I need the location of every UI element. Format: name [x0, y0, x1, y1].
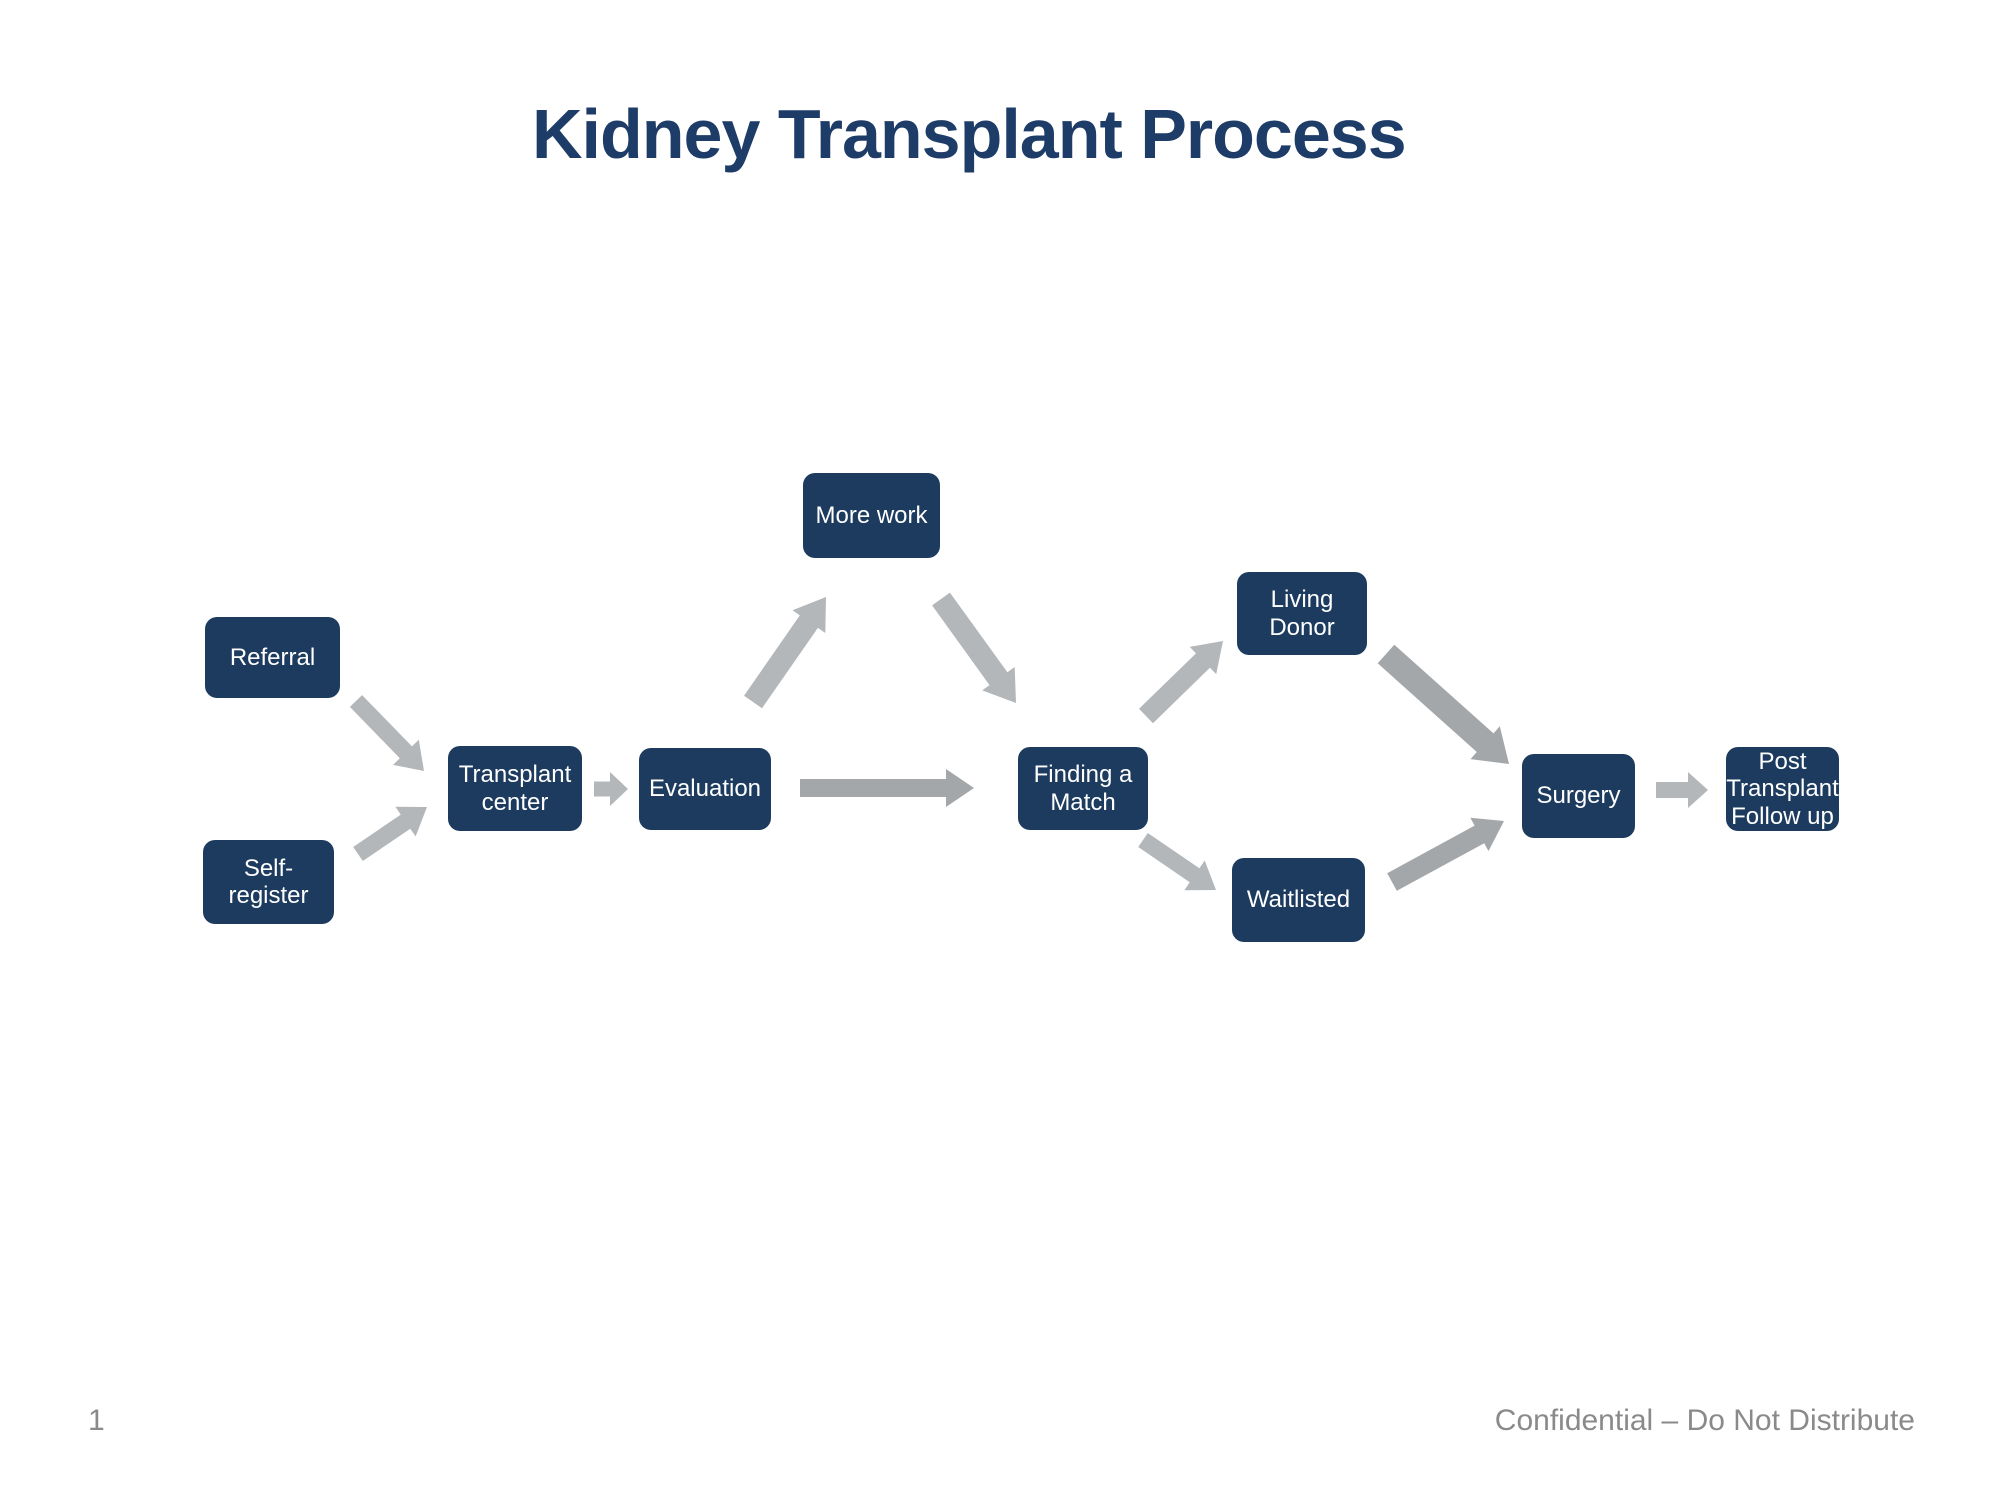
- arrow-evaluation-to-finding-a-match: [800, 769, 974, 807]
- arrow-self-register-to-transplant-center: [353, 806, 427, 861]
- page-number: 1: [88, 1404, 105, 1437]
- arrow-more-work-to-finding-a-match: [932, 592, 1016, 703]
- node-surgery: Surgery: [1522, 754, 1635, 838]
- node-label-waitlisted: Waitlisted: [1246, 886, 1351, 914]
- node-more-work: More work: [803, 473, 940, 558]
- node-label-post-transplant-follow-up: Post Transplant Follow up: [1726, 748, 1839, 830]
- slide-title: Kidney Transplant Process: [532, 95, 1407, 173]
- arrow-transplant-center-to-evaluation: [594, 772, 628, 806]
- arrow-finding-a-match-to-waitlisted: [1138, 833, 1216, 891]
- arrow-living-donor-to-surgery: [1377, 644, 1509, 764]
- node-label-evaluation: Evaluation: [648, 775, 762, 803]
- arrow-surgery-to-post-transplant-follow-up: [1656, 772, 1708, 808]
- node-label-surgery: Surgery: [1536, 782, 1621, 810]
- arrow-waitlisted-to-surgery: [1387, 817, 1504, 891]
- node-self-register: Self- register: [203, 840, 334, 924]
- node-living-donor: Living Donor: [1237, 572, 1367, 655]
- node-label-transplant-center: Transplant center: [458, 761, 572, 816]
- confidential-notice: Confidential – Do Not Distribute: [1494, 1404, 1915, 1437]
- arrow-evaluation-to-more-work: [744, 597, 826, 709]
- node-waitlisted: Waitlisted: [1232, 858, 1365, 942]
- node-label-referral: Referral: [229, 643, 316, 671]
- node-post-transplant-follow-up: Post Transplant Follow up: [1726, 747, 1839, 831]
- node-label-living-donor: Living Donor: [1269, 586, 1335, 641]
- node-referral: Referral: [205, 617, 340, 698]
- node-label-self-register: Self- register: [228, 854, 309, 909]
- arrow-referral-to-transplant-center: [349, 695, 424, 771]
- arrow-finding-a-match-to-living-donor: [1139, 641, 1223, 724]
- node-finding-a-match: Finding a Match: [1018, 747, 1148, 830]
- node-label-finding-a-match: Finding a Match: [1033, 761, 1133, 816]
- node-label-more-work: More work: [815, 501, 928, 529]
- node-evaluation: Evaluation: [639, 748, 771, 830]
- node-transplant-center: Transplant center: [448, 746, 582, 831]
